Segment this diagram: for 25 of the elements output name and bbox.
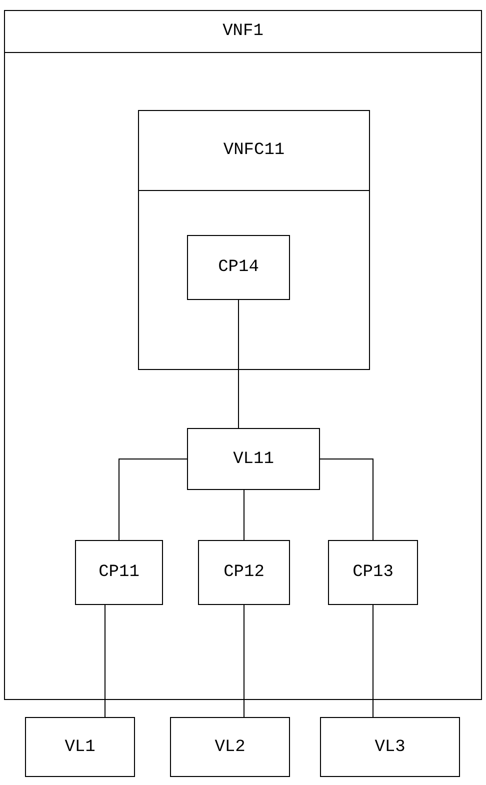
node-label: VL3 bbox=[374, 738, 406, 756]
connector-line bbox=[104, 604, 106, 718]
virtual-link-box bbox=[187, 428, 320, 490]
connector-line bbox=[320, 458, 374, 540]
node-label: VL11 bbox=[233, 450, 274, 468]
node-label: CP12 bbox=[224, 563, 264, 582]
node-label: VNF1 bbox=[222, 22, 264, 41]
virtual-link-box bbox=[25, 717, 135, 777]
connector-line bbox=[118, 458, 188, 540]
node-label: VL1 bbox=[64, 738, 96, 756]
node-label: VNFC11 bbox=[223, 141, 285, 160]
connection-point-box bbox=[187, 235, 290, 300]
node-label: CP13 bbox=[352, 563, 394, 582]
node-label: CP14 bbox=[218, 258, 259, 277]
connection-point-box bbox=[328, 540, 418, 605]
connection-point-box bbox=[75, 540, 163, 605]
node-label: VL2 bbox=[214, 738, 246, 756]
component-box bbox=[4, 10, 482, 700]
node-label: CP11 bbox=[98, 563, 140, 582]
virtual-link-box bbox=[320, 717, 460, 777]
connector-line bbox=[238, 300, 239, 428]
connection-point-box bbox=[198, 540, 290, 605]
virtual-link-box bbox=[170, 717, 290, 777]
connector-line bbox=[372, 604, 374, 718]
component-box bbox=[138, 110, 370, 370]
